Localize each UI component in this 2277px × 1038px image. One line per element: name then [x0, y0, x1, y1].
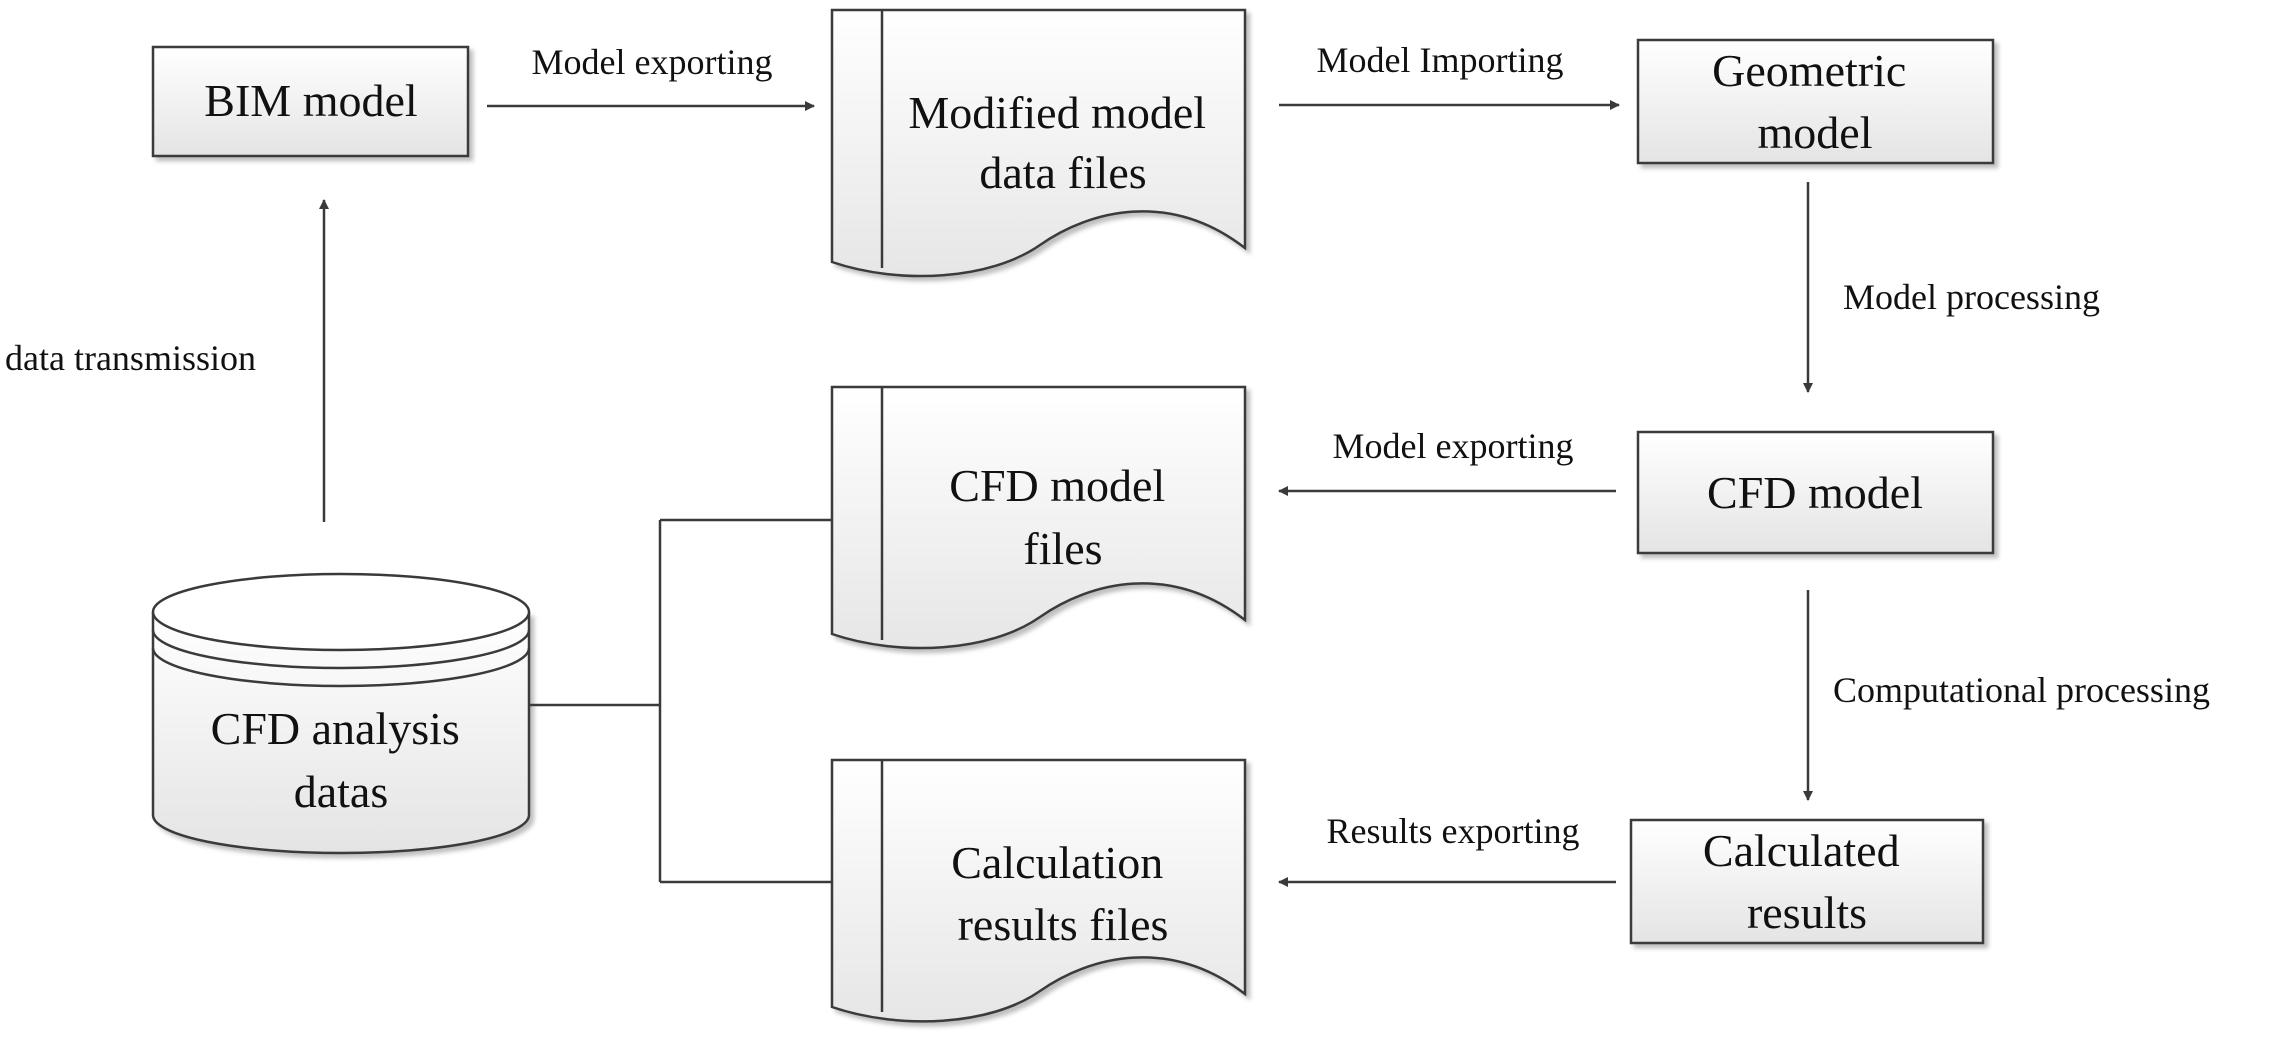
- label-data-transmission: data transmission: [5, 338, 256, 378]
- label-model-importing: Model Importing: [1317, 40, 1564, 80]
- geometric-model-label: Geometric model: [1712, 45, 1918, 158]
- label-computational-processing: Computational processing: [1833, 670, 2210, 710]
- connectors: [319, 100, 1813, 887]
- calculated-results-node: Calculated results: [1629, 818, 1985, 945]
- calculation-results-files-node: Calculation results files: [830, 758, 1247, 1023]
- calculation-results-files-label: Calculation results files: [951, 837, 1175, 950]
- cfd-analysis-label: CFD analysis datas: [211, 703, 472, 817]
- bim-model-node: BIM model: [151, 45, 470, 158]
- label-model-exporting-top: Model exporting: [532, 42, 773, 82]
- cfd-analysis-datas-node: CFD analysis datas: [151, 572, 531, 855]
- cfd-model-node: CFD model: [1636, 430, 1995, 555]
- label-results-exporting: Results exporting: [1327, 811, 1580, 851]
- modified-model-data-files-node: Modified model data files: [830, 8, 1247, 278]
- bim-model-label: BIM model: [204, 75, 417, 126]
- calculated-results-label: Calculated results: [1703, 825, 1911, 938]
- label-model-processing: Model processing: [1843, 277, 2100, 317]
- label-model-exporting-mid: Model exporting: [1333, 426, 1574, 466]
- cfd-model-label: CFD model: [1707, 467, 1923, 518]
- cfd-model-files-label: CFD model files: [949, 460, 1176, 574]
- modified-files-label: Modified model data files: [908, 87, 1217, 198]
- cfd-model-files-node: CFD model files: [830, 385, 1247, 650]
- geometric-model-node: Geometric model: [1636, 38, 1995, 165]
